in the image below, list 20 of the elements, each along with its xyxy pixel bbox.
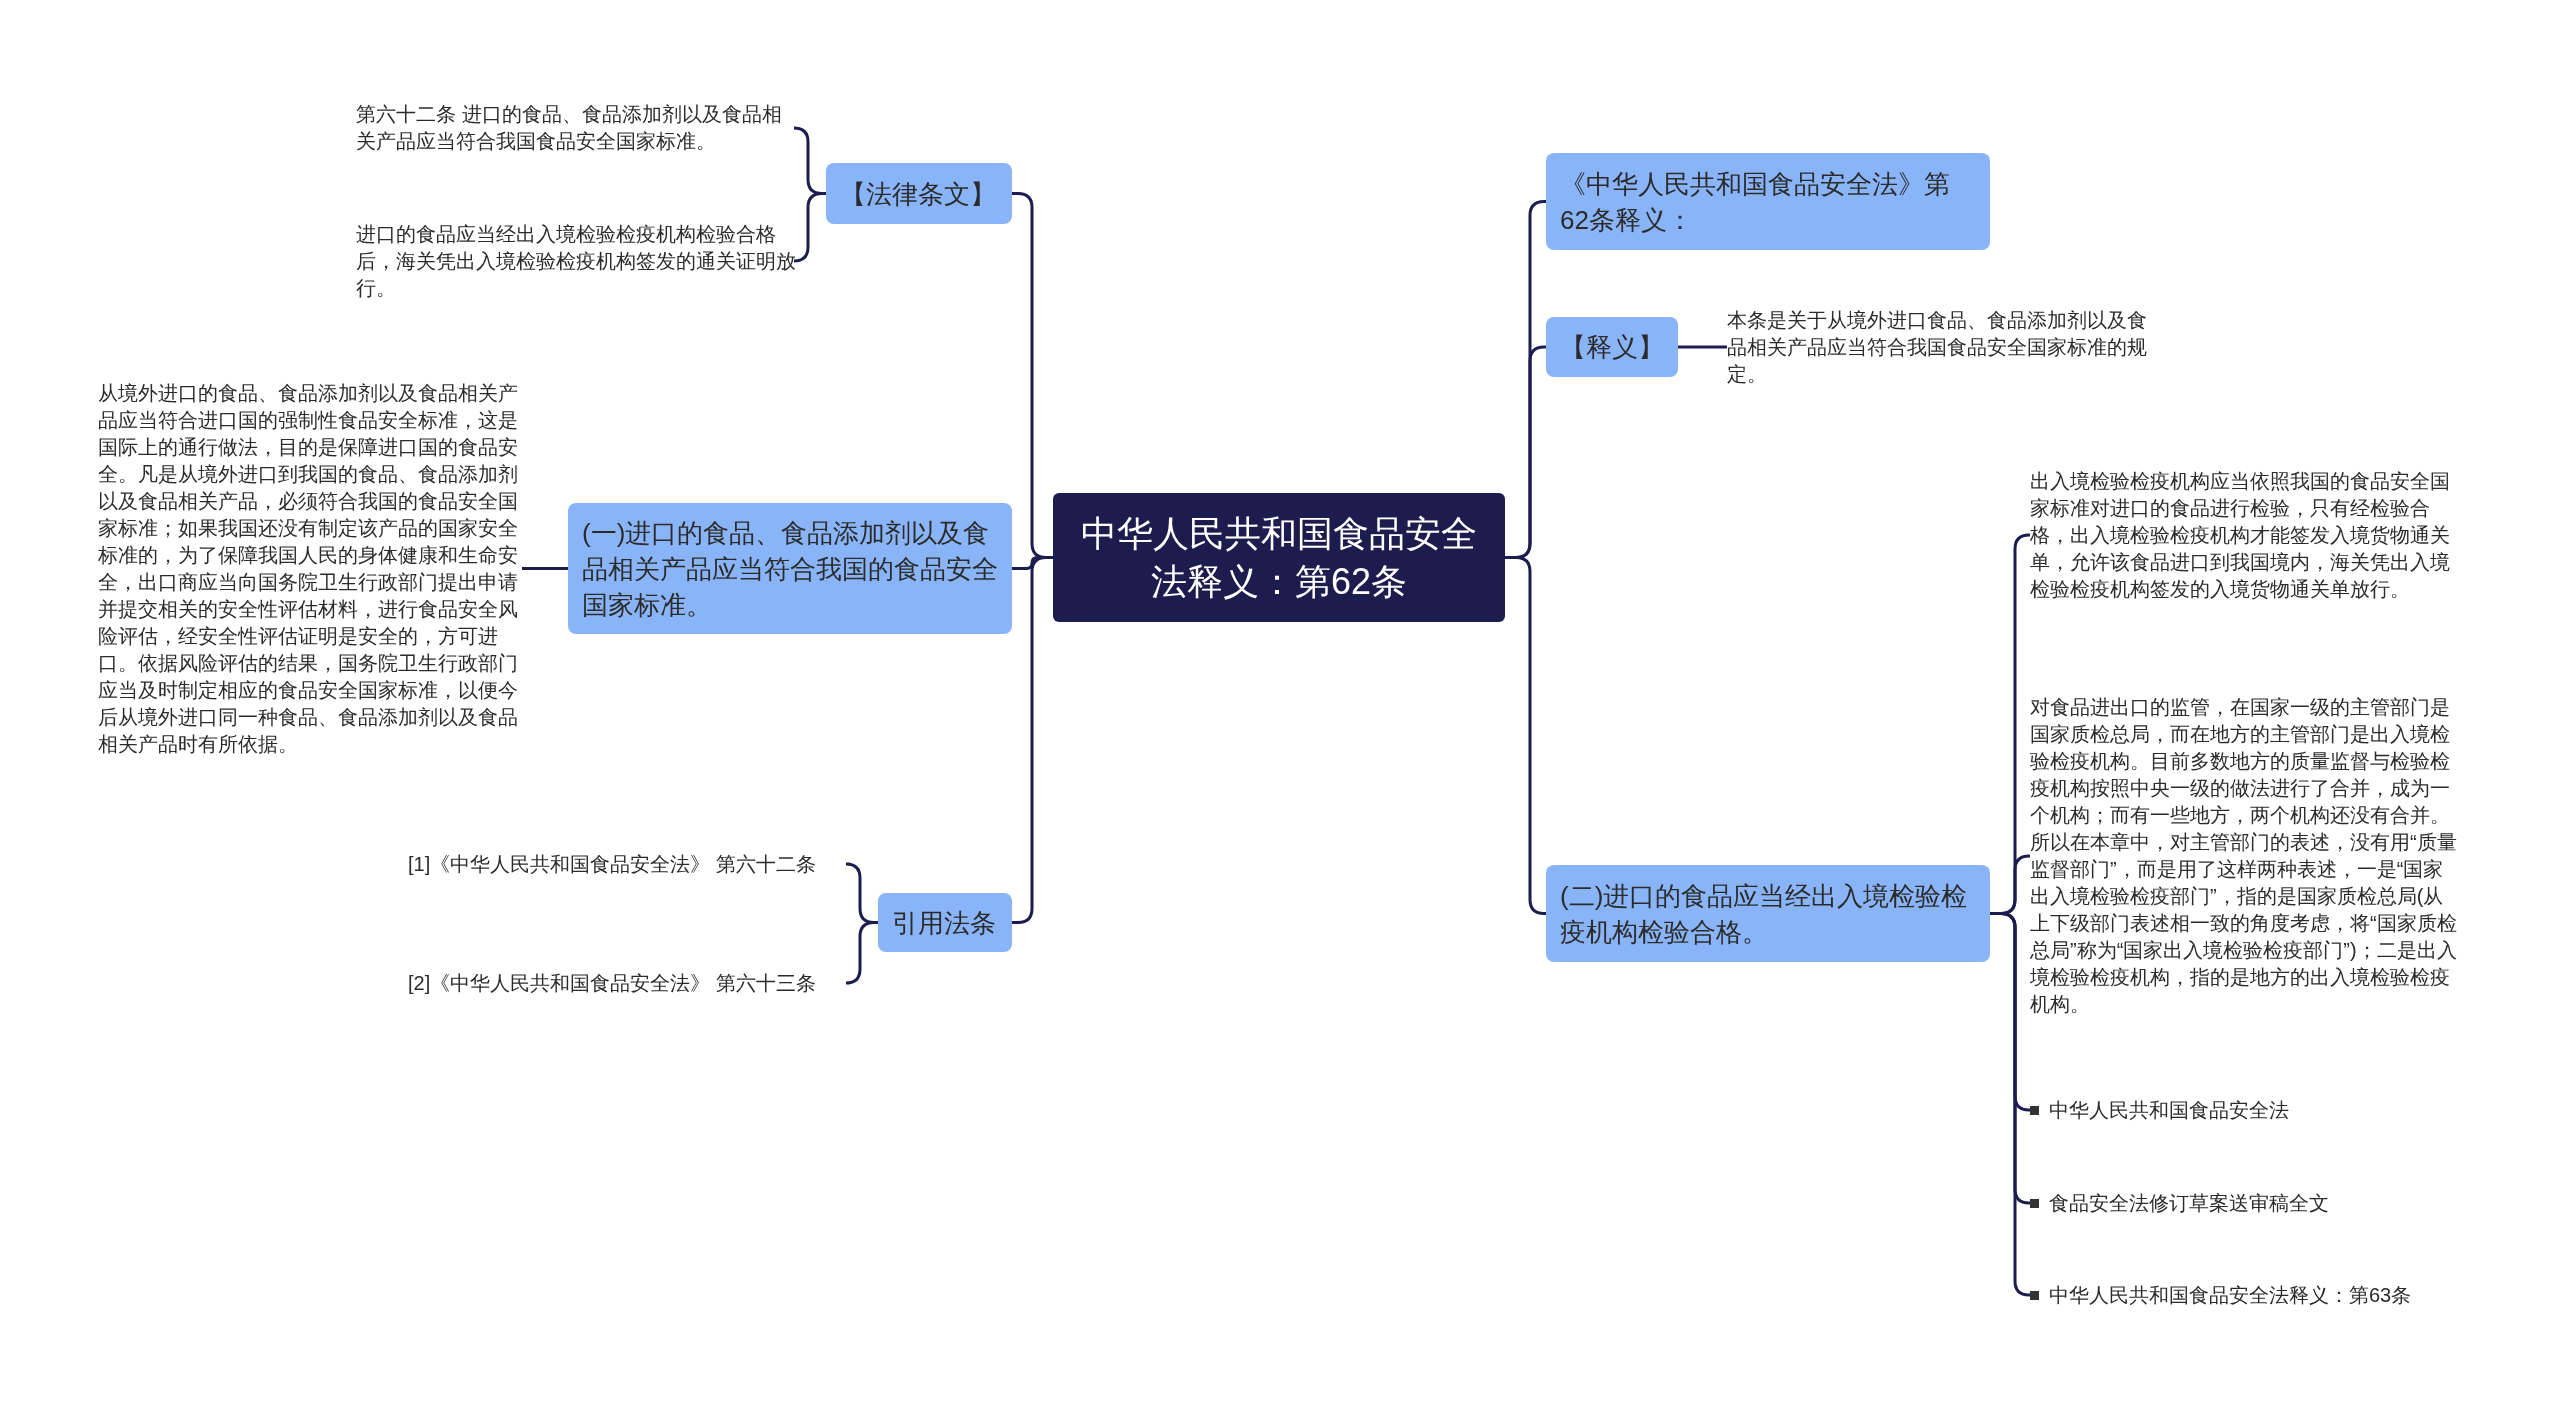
topic-box: 《中华人民共和国食品安全法》第62条释义： xyxy=(1546,153,1990,250)
note-text: 第六十二条 进口的食品、食品添加剂以及食品相关产品应当符合我国食品安全国家标准。 xyxy=(356,98,796,158)
note-text: 对食品进出口的监管，在国家一级的主管部门是国家质检总局，而在地方的主管部门是出入境检验检疫机构。目前多数地方的质量监督与检验检疫机构按照中央一级的做法进行了合并，成为一个机构；而有一些地方，两个机构还没有合并。所以在本章中，对主管部门的表述，没有用“质量监督部门”，而是用了这样两种表述，一是“国家出入境检验检疫部门”，指的是国家质检总局(从上下级部门表述相一致的角度考虑，将“国家质检总局”称为“国家出入境检验检疫部门”)；二是出入境检验检疫机构，指的是地方的出入境检验检疫机构。 xyxy=(2030,680,2462,1032)
note-text: 进口的食品应当经出入境检验检疫机构检验合格后，海关凭出入境检验检疫机构签发的通关证明放行。 xyxy=(356,218,796,304)
note-text: [1]《中华人民共和国食品安全法》 第六十二条 xyxy=(408,836,850,892)
connector-line xyxy=(522,567,568,570)
topic-box: (二)进口的食品应当经出入境检验检疫机构检验合格。 xyxy=(1546,865,1990,962)
note-text: [2]《中华人民共和国食品安全法》 第六十三条 xyxy=(408,955,850,1011)
connector-line xyxy=(1678,345,1727,349)
reference-link: 食品安全法修订草案送审稿全文 xyxy=(2049,1190,2329,1216)
topic-box: 【法律条文】 xyxy=(826,163,1012,224)
note-text: 从境外进口的食品、食品添加剂以及食品相关产品应当符合进口国的强制性食品安全标准，这是国际上的通行做法，目的是保障进口国的食品安全。凡是从境外进口到我国的食品、食品添加剂以及食品相关产品，必须符合我国的食品安全国家标准；如果我国还没有制定该产品的国家安全标准的，为了保障我国人民的身体健康和生命安全，出口商应当向国务院卫生行政部门提出申请并提交相关的安全性评估材料，进行食品安全风险评估，经安全性评估证明是安全的，方可进口。依据风险评估的结果，国务院卫生行政部门应当及时制定相应的食品安全国家标准，以便今后从境外进口同一种食品、食品添加剂以及食品相关产品时有所依据。 xyxy=(98,365,522,773)
reference-link: 中华人民共和国食品安全法释义：第63条 xyxy=(2049,1282,2412,1308)
topic-box: (一)进口的食品、食品添加剂以及食品相关产品应当符合我国的食品安全国家标准。 xyxy=(568,503,1012,634)
note-text: 出入境检验检疫机构应当依照我国的食品安全国家标准对进口的食品进行检验，只有经检验合格，出入境检验检疫机构才能签发入境货物通关单，允许该食品进口到我国境内，海关凭出入境检验检疫机构签发的入境货物通关单放行。 xyxy=(2030,452,2462,618)
note-text: 本条是关于从境外进口食品、食品添加剂以及食品相关产品应当符合我国食品安全国家标准的规定。 xyxy=(1727,306,2157,388)
topic-box: 【释义】 xyxy=(1546,317,1678,377)
reference-link: 中华人民共和国食品安全法 xyxy=(2049,1097,2289,1123)
central-topic-box: 中华人民共和国食品安全法释义：第62条 xyxy=(1053,493,1505,622)
topic-box: 引用法条 xyxy=(878,893,1012,952)
